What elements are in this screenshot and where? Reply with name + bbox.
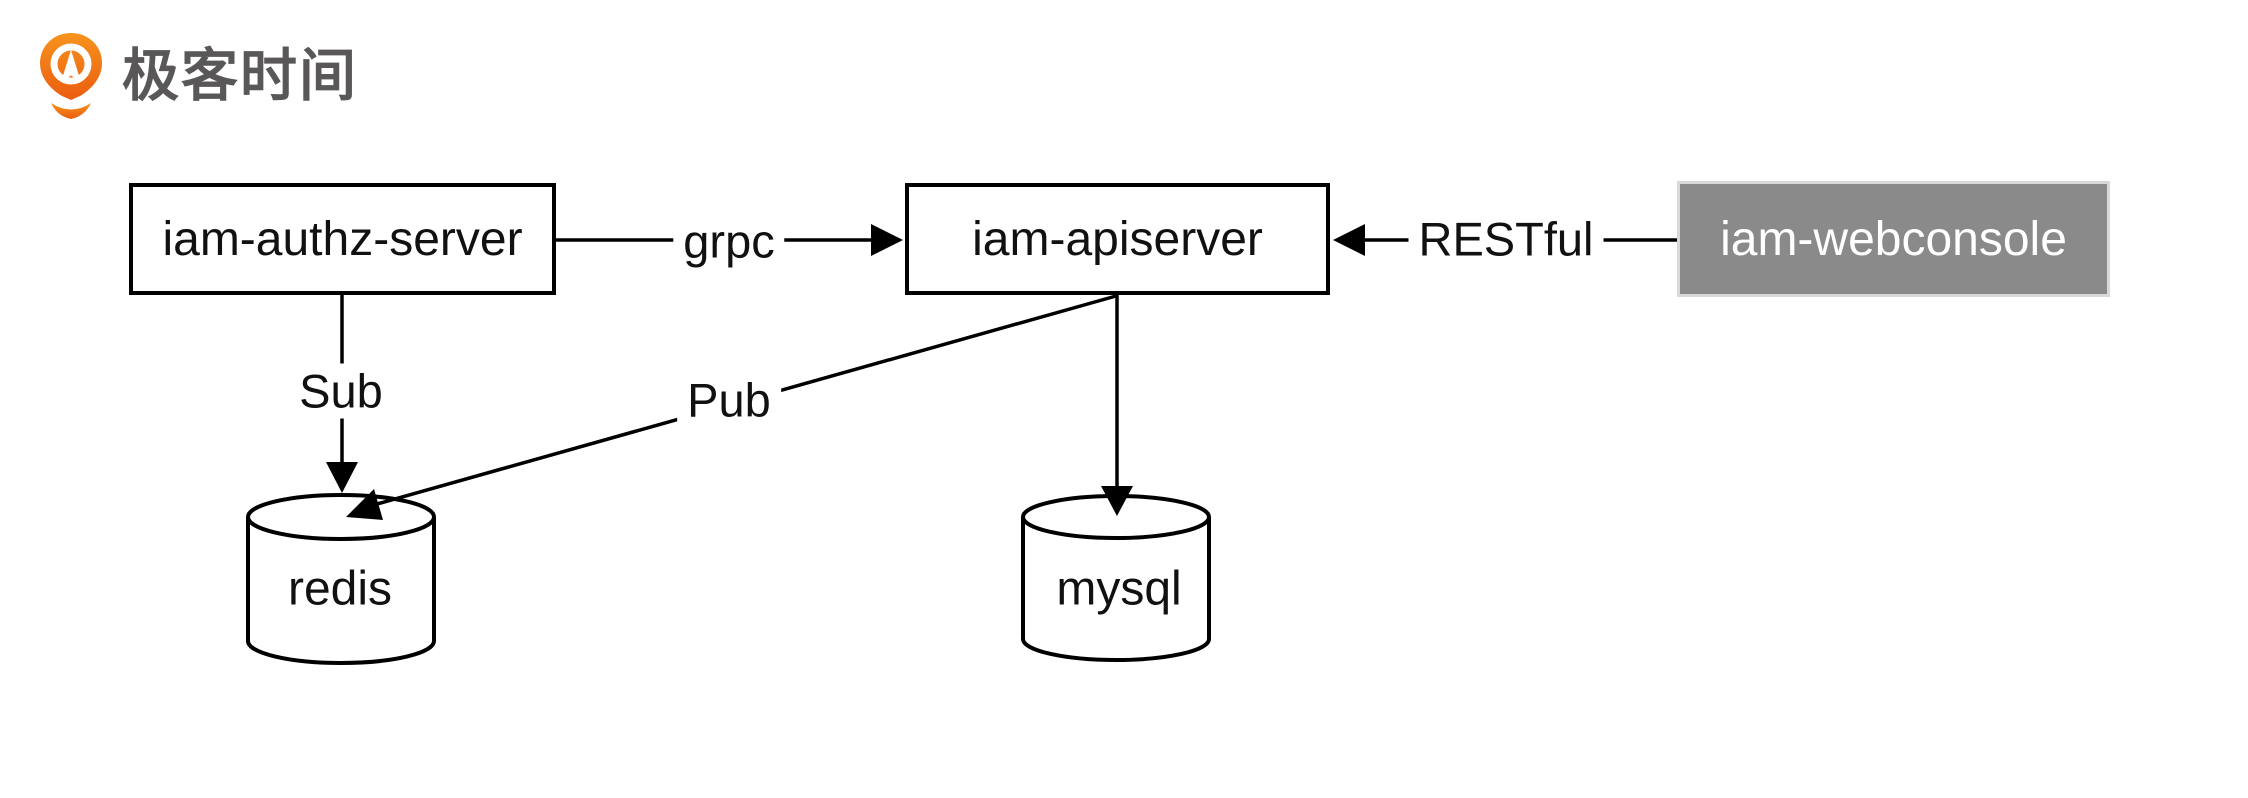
node-iam-apiserver-label: iam-apiserver [972,212,1263,266]
mysql-label: mysql [1056,562,1182,616]
geektime-logo-text: 极客时间 [122,43,358,108]
geektime-pin-icon [40,33,102,119]
redis-label: redis [287,562,393,616]
redis-cylinder-top [246,493,436,541]
sub-arrowhead [326,462,358,493]
node-iam-apiserver: iam-apiserver [905,183,1330,295]
edge-label-grpc: grpc [673,213,785,269]
grpc-arrowhead [871,224,903,256]
pin-needle-shape [61,50,81,82]
pin-ring-shape [50,43,92,85]
edge-label-restful: RESTful [1408,211,1604,267]
pin-swoosh-shape [51,103,91,119]
node-iam-authz-server: iam-authz-server [129,183,556,295]
pub-arrowhead [346,489,383,520]
geektime-logo: 极客时间 [38,30,358,122]
node-iam-webconsole-label: iam-webconsole [1720,212,2067,266]
edge-label-pub: Pub [677,372,781,428]
edge-label-sub: Sub [289,363,393,419]
restful-arrowhead [1333,224,1365,256]
node-iam-authz-server-label: iam-authz-server [162,212,523,266]
redis-cylinder-body [246,517,436,665]
mysql-edge-arrowhead [1101,486,1133,516]
mysql-cylinder-body [1021,517,1211,662]
node-iam-webconsole: iam-webconsole [1677,181,2110,297]
